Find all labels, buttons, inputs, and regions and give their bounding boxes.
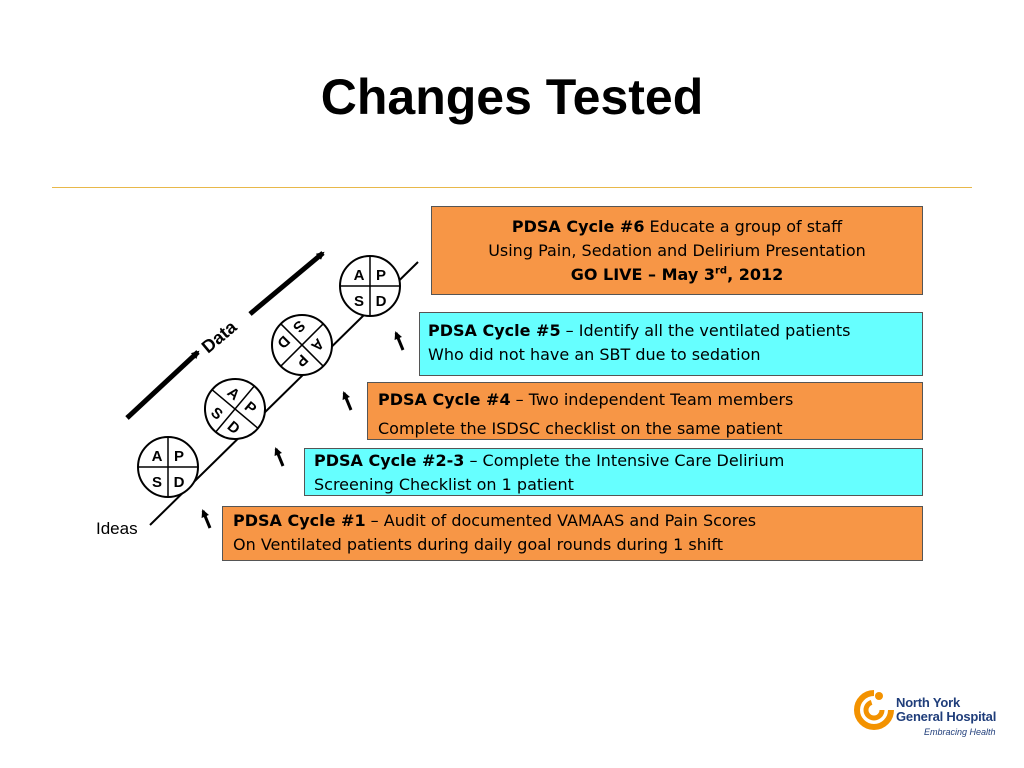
cycle-5-line1: – Identify all the ventilated patients (560, 321, 851, 340)
logo-name-line1: North York (896, 695, 960, 710)
cycle-2-3-line1: – Complete the Intensive Care Delirium (464, 451, 785, 470)
cycle-4-line2: Complete the ISDSC checklist on the same… (378, 419, 783, 438)
pdsa-cycle-4: A P S D (339, 255, 401, 317)
pdsa-cycle-1-box: PDSA Cycle #1 – Audit of documented VAMA… (222, 506, 923, 561)
pdsa-cycle-2: A P S D (204, 378, 266, 440)
slide-title: Changes Tested (320, 69, 704, 125)
pdsa-cycle-1: A P S D (137, 436, 199, 498)
cycle-1-name: PDSA Cycle #1 (233, 511, 366, 530)
pdsa-cycle-5-box: PDSA Cycle #5 – Identify all the ventila… (419, 312, 923, 376)
cycle-6-golive: GO LIVE – May 3 (570, 265, 715, 284)
title-divider (52, 187, 972, 188)
cycle-5-name: PDSA Cycle #5 (428, 321, 561, 340)
data-label: Data (198, 316, 242, 357)
cycle-letter-p: P (174, 448, 184, 465)
pointer-arrow-2 (274, 447, 285, 467)
cycle-6-golive-sup: rd (714, 265, 728, 277)
cycle-letter-d: D (174, 474, 185, 491)
cycle-6-golive-year: , 2012 (727, 265, 784, 284)
cycle-letter-s: S (354, 293, 364, 310)
pointer-arrow-4 (394, 331, 405, 351)
cycle-letter-s: S (152, 474, 162, 491)
cycle-6-line1: Educate a group of staff (644, 217, 843, 236)
cycle-6-name: PDSA Cycle #6 (511, 217, 645, 236)
pointer-arrow-1 (201, 509, 212, 529)
cycle-2-3-name: PDSA Cycle #2-3 (314, 451, 465, 470)
pdsa-cycle-4-box: PDSA Cycle #4 – Two independent Team mem… (367, 382, 923, 440)
logo-tagline: Embracing Health (924, 727, 996, 737)
cycle-letter-p: P (376, 267, 386, 284)
cycle-4-line1: – Two independent Team members (510, 390, 794, 409)
data-arrow-lower (125, 350, 200, 420)
cycle-letter-a: A (152, 448, 163, 465)
cycle-5-line2: Who did not have an SBT due to sedation (428, 345, 761, 364)
cycle-1-line2: On Ventilated patients during daily goal… (233, 535, 723, 554)
pdsa-cycle-6-box: PDSA Cycle #6 Educate a group of staff U… (431, 206, 923, 295)
pointer-arrow-3 (342, 391, 353, 411)
logo-name-line2: General Hospital (896, 709, 997, 724)
cycle-letter-a: A (354, 267, 365, 284)
ideas-label: Ideas (96, 519, 138, 538)
pdsa-cycle-3: A P S D (271, 314, 333, 376)
cycle-4-name: PDSA Cycle #4 (378, 390, 511, 409)
pdsa-cycle-2-3-box: PDSA Cycle #2-3 – Complete the Intensive… (304, 448, 923, 496)
cycle-6-line2: Using Pain, Sedation and Delirium Presen… (488, 241, 866, 260)
data-arrow-upper (248, 251, 325, 316)
cycle-letter-d: D (376, 293, 387, 310)
hospital-logo: North York General Hospital Embracing He… (854, 690, 1004, 742)
cycle-2-3-line2: Screening Checklist on 1 patient (314, 475, 574, 494)
logo-swirl-icon (854, 690, 894, 730)
cycle-1-line1: – Audit of documented VAMAAS and Pain Sc… (365, 511, 757, 530)
